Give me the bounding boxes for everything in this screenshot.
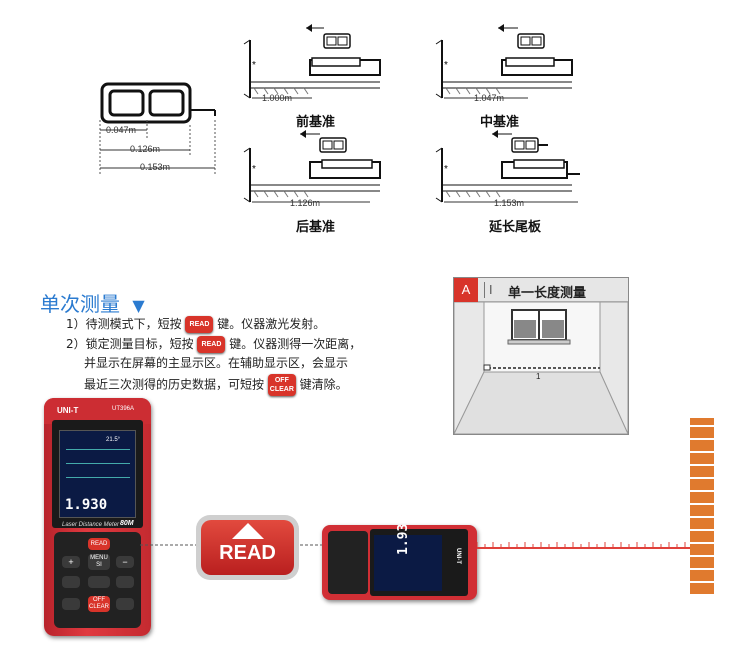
svg-text:*: * <box>444 60 448 71</box>
section-arrow-icon: ▼ <box>132 296 145 315</box>
ref-distance-rear: 1.126m <box>290 198 321 208</box>
step-2-prefix: 2）锁定测量目标，短按 <box>66 337 194 351</box>
ref-distance-extended: 1.153m <box>494 198 525 208</box>
up-arrow-icon <box>232 523 264 539</box>
side-reading: 1.930 <box>396 515 411 555</box>
device-subtitle: Laser Distance Meter <box>62 522 120 528</box>
laser-meter-device: UNI-T UT396A 21.5° 1.930 Laser Distance … <box>44 398 151 636</box>
read-key-icon: READ <box>197 336 226 353</box>
step-1-prefix: 1）待测模式下，短按 <box>66 317 182 331</box>
section-title-text: 单次测量 <box>40 292 120 316</box>
device-model: UT396A <box>112 406 135 412</box>
area-button[interactable] <box>62 576 80 588</box>
step-2-prefix-3: 最近三次测得的历史数据，可短按 <box>84 377 265 392</box>
ref-caption-front: 前基准 <box>296 115 336 130</box>
step-2-suffix-3: 键清除。 <box>299 377 348 392</box>
reference-diagram-extended: * <box>435 130 580 203</box>
device-top <box>44 398 151 424</box>
off-clear-key-icon: OFF CLEAR <box>267 374 296 396</box>
cursor-icon: I <box>484 282 500 298</box>
panel-marker: 1 <box>536 372 541 381</box>
instruction-step-2-line-3: 最近三次测得的历史数据，可短按 OFF CLEAR 键清除。 <box>84 374 348 396</box>
connector-line <box>140 544 326 546</box>
panel-title: 单一长度测量 <box>508 286 587 301</box>
laser-beam <box>477 542 690 549</box>
device-range: 80M <box>120 520 134 527</box>
instruction-step-2: 2）锁定测量目标，短按 READ 键。仪器测得一次距离， <box>66 334 361 354</box>
ref-distance-middle: 1.047m <box>474 93 505 103</box>
panel-header: A I 单一长度测量 <box>454 278 628 302</box>
volume-button[interactable] <box>88 576 110 588</box>
laser-meter-side-view: UNI-T <box>322 525 477 600</box>
history-button[interactable] <box>62 598 80 610</box>
side-keypad <box>328 531 368 594</box>
reference-diagram-middle: * <box>435 24 573 99</box>
read-key-icon: READ <box>185 316 214 333</box>
ref-caption-middle: 中基准 <box>480 115 520 130</box>
svg-text:*: * <box>252 164 256 175</box>
ref-caption-rear: 后基准 <box>296 220 336 235</box>
ref-distance-front: 1.000m <box>262 93 293 103</box>
section-title: 单次测量 ▼ <box>40 288 145 317</box>
instruction-step-1: 1）待测模式下，短按 READ 键。仪器激光发射。 <box>66 314 325 334</box>
dim-label-0: 0.047m <box>106 125 137 135</box>
target-button[interactable] <box>116 576 134 588</box>
read-button-face: READ <box>201 520 294 575</box>
plus-button[interactable]: + <box>62 556 80 568</box>
read-button-large[interactable]: READ <box>196 515 299 580</box>
side-screen <box>374 535 442 591</box>
svg-text:*: * <box>252 60 256 71</box>
read-button-label: READ <box>219 542 276 564</box>
room-illustration <box>454 302 628 434</box>
off-label: OFF <box>93 597 105 603</box>
off-key-bottom: CLEAR <box>269 386 294 393</box>
device-brand: UNI-T <box>57 406 79 415</box>
minus-button[interactable]: − <box>116 556 134 568</box>
aux-reading: 21.5° <box>106 437 121 443</box>
menu-sub-label: SI <box>96 562 102 568</box>
ref-caption-extended: 延长尾板 <box>489 220 542 235</box>
svg-text:*: * <box>444 164 448 175</box>
off-key-top: OFF <box>274 377 289 384</box>
device-screen: 21.5° 1.930 <box>59 430 136 518</box>
save-button[interactable] <box>116 598 134 610</box>
side-brand: UNI-T <box>455 548 461 564</box>
panel-badge: A <box>454 278 478 302</box>
dim-label-1: 0.126m <box>130 144 161 154</box>
menu-label: MENU <box>90 555 108 561</box>
instruction-step-2-line-2: 并显示在屏幕的主显示区。在辅助显示区，会显示 <box>84 353 348 373</box>
step-2-suffix: 键。仪器测得一次距离， <box>229 337 362 351</box>
reference-diagram-rear: * <box>243 130 381 203</box>
read-button[interactable]: READ <box>88 538 110 550</box>
step-1-suffix: 键。仪器激光发射。 <box>217 317 326 331</box>
device-dimension-diagram <box>99 82 216 175</box>
main-reading: 1.930 <box>65 497 108 513</box>
reference-diagram-front: * <box>243 24 381 99</box>
dim-label-2: 0.153m <box>140 162 171 172</box>
step-2-continued: 并显示在屏幕的主显示区。在辅助显示区，会显示 <box>84 356 349 370</box>
single-length-panel: A I 单一长度测量 1 <box>453 277 629 435</box>
clear-label: CLEAR <box>88 604 109 610</box>
brick-wall <box>690 418 714 594</box>
